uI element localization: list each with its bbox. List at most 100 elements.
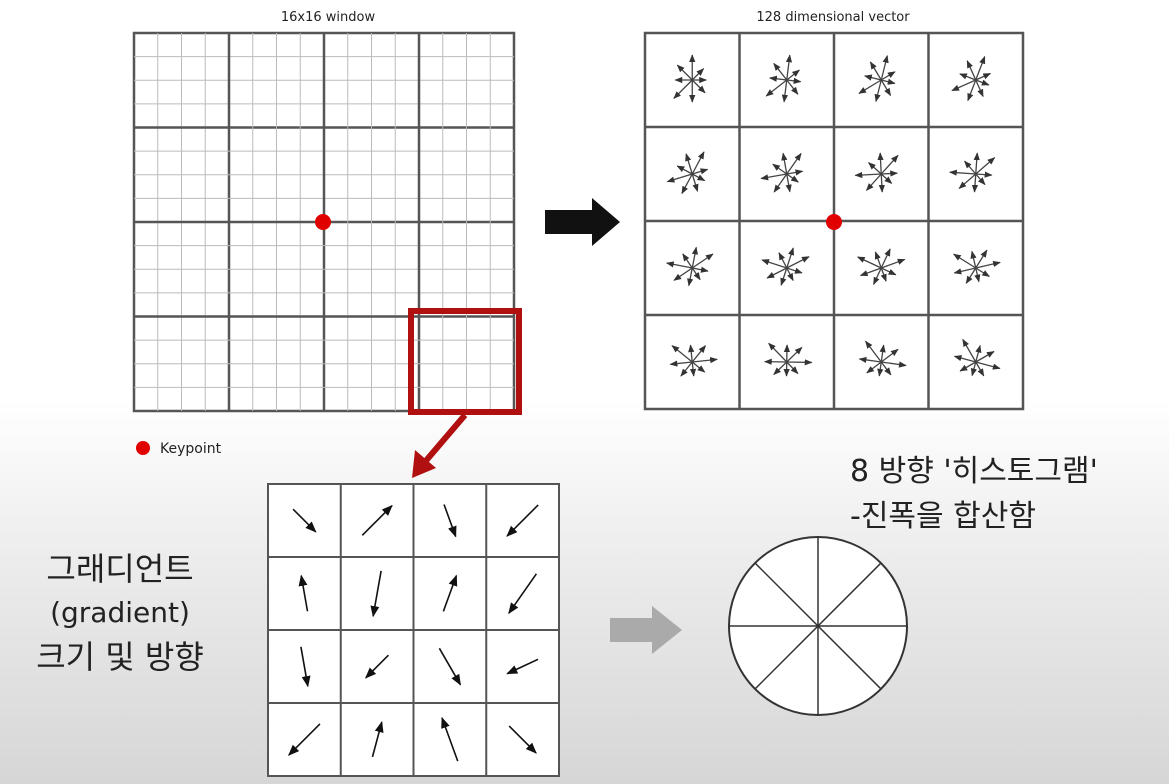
histogram-bin-arrow (769, 75, 787, 82)
histogram-bin-arrow (874, 251, 882, 269)
zoom-connector (421, 413, 468, 465)
histogram-bin-arrow (692, 357, 718, 364)
histogram-bin-arrow (959, 73, 976, 81)
histogram-bin-arrow (868, 162, 882, 175)
histogram-bin-arrow (786, 169, 804, 176)
histogram-bin-arrow (676, 165, 693, 175)
gradient-arrow (438, 647, 462, 686)
histogram-bin-arrow (970, 250, 977, 269)
histogram-bin-arrow (880, 361, 892, 376)
histogram-bin-arrow (671, 345, 693, 363)
histogram-bin-arrow (761, 259, 787, 269)
histogram-circle (728, 536, 908, 716)
histogram-bin-arrow (691, 345, 706, 363)
gradient-label-line3: 크기 및 방향 (36, 638, 204, 676)
histogram-bin-arrow (975, 260, 1001, 269)
histogram-bin-arrow (691, 173, 699, 192)
histogram-bin-arrow (880, 267, 887, 282)
histogram-bin-arrow (666, 173, 693, 183)
histogram-bin-arrow (880, 154, 899, 175)
histogram-bin-arrow (975, 79, 990, 86)
window-title: 16x16 window (281, 10, 376, 25)
histogram-bin-arrow (786, 346, 803, 363)
histogram-label-line1: 8 방향 '히스토그램' (850, 454, 1098, 489)
histogram-bin-arrow (665, 261, 693, 269)
histogram-bin-arrow (854, 171, 882, 179)
gradient-arrow (370, 570, 382, 618)
histogram-bin-arrow (786, 69, 800, 81)
histogram-bin-arrow (975, 267, 990, 278)
histogram-bin-arrow (949, 169, 976, 176)
histogram-bin-arrow (880, 173, 893, 184)
histogram-bin-arrow (781, 152, 788, 175)
gradient-arrow (365, 654, 390, 679)
histogram-bin-arrow (692, 266, 709, 273)
histogram-bin-arrow (691, 253, 714, 269)
gradient-arrow (288, 723, 321, 756)
histogram-bin-arrow (965, 267, 977, 284)
histogram-bin-arrow (773, 62, 788, 81)
histogram-bin-arrow (879, 344, 886, 363)
histogram-bin-arrow (768, 342, 788, 363)
histogram-bin-arrow (975, 79, 984, 98)
histogram-label-line2: -진폭을 합산함 (850, 499, 1036, 534)
histogram-bin-arrow (881, 170, 899, 177)
histogram-bin-arrow (880, 248, 891, 269)
histogram-bin-arrow (765, 79, 788, 97)
histogram-bin-arrow (856, 256, 882, 269)
histogram-bin-arrow (877, 152, 884, 175)
histogram-bin-arrow (975, 361, 1001, 370)
histogram-bin-arrow (880, 54, 889, 81)
histogram-bin-arrow (682, 253, 693, 269)
histogram-bin-arrow (786, 256, 810, 269)
histogram-bin-arrow (772, 163, 788, 175)
histogram-bin-arrow (881, 78, 896, 85)
histogram-bin-arrow (880, 79, 892, 97)
keypoint-legend-label: Keypoint (160, 441, 222, 457)
histogram-bin-arrow (786, 267, 794, 282)
histogram-bin-arrow (967, 79, 977, 102)
gradient-arrow (298, 574, 309, 612)
histogram-bin-arrow (878, 173, 885, 193)
gradient-arrow (443, 504, 457, 538)
histogram-bin-arrow (858, 356, 882, 364)
keypoint-dot (315, 214, 331, 230)
histogram-bin-arrow (786, 267, 803, 274)
histogram-bin-arrow (691, 267, 701, 281)
histogram-bin-arrow (962, 338, 977, 363)
histogram-bin-arrow (691, 151, 705, 175)
vector-grid (643, 31, 1025, 411)
histogram-bin-arrow (785, 54, 793, 81)
histogram-bin-arrow (975, 344, 982, 363)
histogram-bin-arrow (953, 253, 977, 269)
histogram-bin-arrow (880, 71, 896, 81)
histogram-bin-arrow (685, 153, 693, 175)
histogram-bin-arrow (858, 79, 882, 94)
histogram-divider (754, 562, 882, 690)
histogram-bin-arrow (975, 157, 996, 175)
histogram-bin-arrow (786, 77, 802, 84)
histogram-bin-arrow (680, 361, 693, 377)
highlight-box (408, 308, 522, 415)
histogram-bin-arrow (691, 246, 698, 269)
keypoint-legend-dot (136, 441, 150, 455)
histogram-bin-arrow (676, 64, 693, 81)
gradient-grid (267, 483, 560, 777)
gradient-arrow (508, 573, 538, 615)
histogram-bin-arrow (691, 173, 706, 182)
histogram-bin-arrow (881, 361, 907, 368)
histogram-bin-arrow (780, 267, 788, 286)
histogram-bin-arrow (786, 79, 799, 95)
gradient-arrow (442, 574, 458, 612)
histogram-bin-arrow (975, 173, 986, 186)
gradient-arrow (506, 658, 539, 675)
histogram-bin-arrow (865, 340, 882, 363)
histogram-bin-arrow (881, 258, 906, 269)
histogram-bin-arrow (689, 361, 697, 377)
vector-title: 128 dimensional vector (756, 10, 910, 25)
histogram-bin-arrow (951, 79, 977, 92)
gradient-arrow (506, 504, 539, 537)
histogram-bin-arrow (873, 267, 882, 286)
gradient-arrow (371, 721, 384, 758)
